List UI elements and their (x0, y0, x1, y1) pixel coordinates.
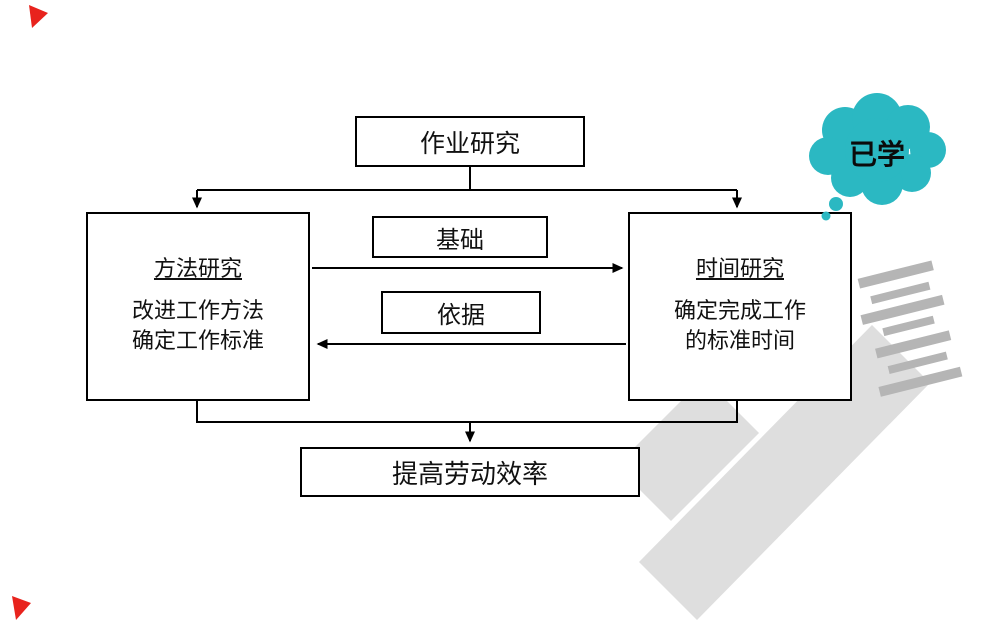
node-method-study: 方法研究 改进工作方法 确定工作标准 (86, 212, 310, 401)
node-method-study-line1: 改进工作方法 (131, 298, 264, 323)
node-method-study-title: 方法研究 (153, 256, 242, 281)
node-time-study: 时间研究 确定完成工作 的标准时间 (628, 212, 852, 401)
node-time-study-line1: 确定完成工作 (673, 298, 806, 323)
node-basis: 基础 (372, 216, 548, 258)
node-method-study-line2: 确定工作标准 (131, 328, 264, 353)
node-reference: 依据 (381, 291, 541, 334)
node-time-study-title: 时间研究 (695, 256, 784, 281)
watermark-glyphs (857, 260, 963, 397)
node-work-study-label: 作业研究 (419, 129, 520, 158)
node-efficiency: 提高劳动效率 (300, 447, 640, 497)
node-reference-label: 依据 (437, 302, 485, 329)
node-efficiency-label: 提高劳动效率 (391, 458, 548, 489)
thought-cloud-label: 已学 (848, 139, 905, 170)
node-time-study-line2: 的标准时间 (684, 328, 795, 353)
node-basis-label: 基础 (436, 226, 484, 254)
watermark-swoosh (616, 325, 930, 620)
node-work-study: 作业研究 (355, 116, 585, 167)
